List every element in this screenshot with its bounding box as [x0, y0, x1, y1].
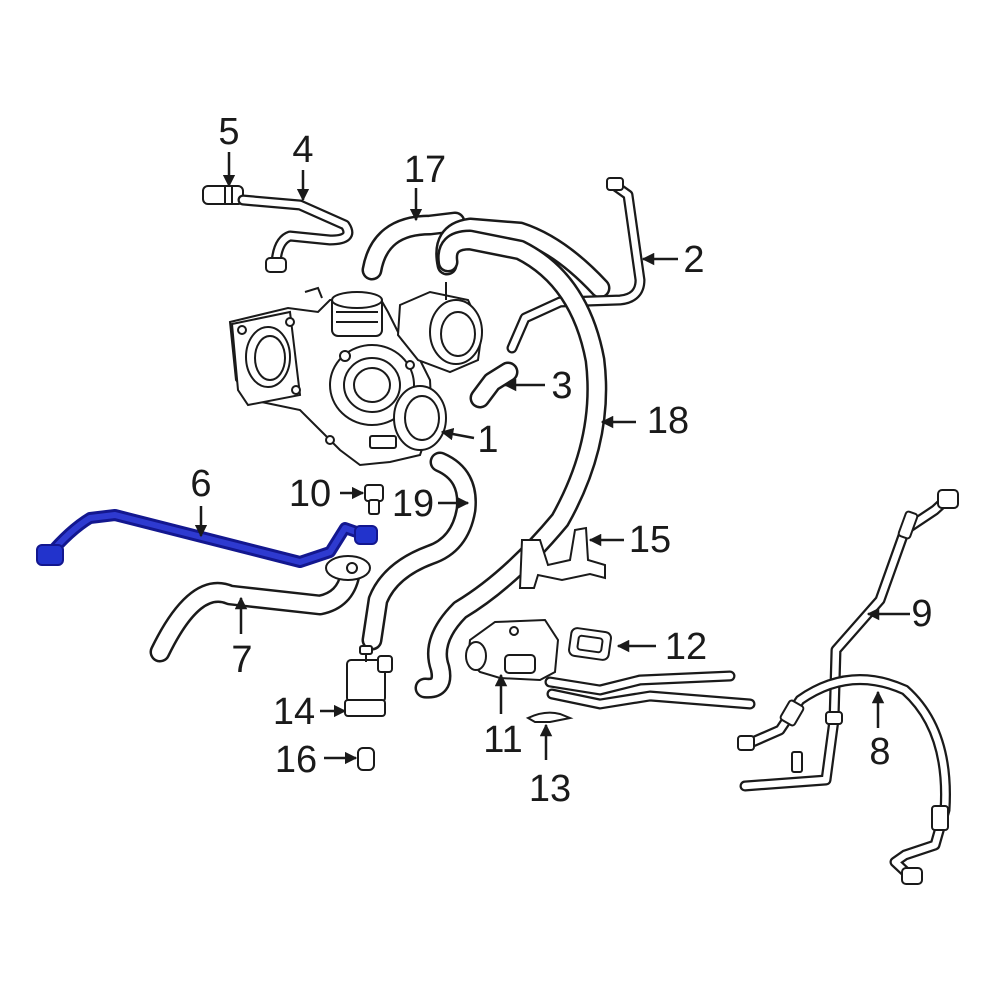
long-hose[interactable]: [414, 229, 608, 699]
callout-labels: 5 4 17 2 3 18 1 10 19 6 15 7 9 12 11 8 1…: [190, 111, 932, 810]
callout-18: 18: [647, 400, 689, 442]
callout-16: 16: [275, 739, 317, 781]
callout-3: 3: [551, 365, 572, 407]
solenoid-valve[interactable]: [344, 645, 393, 717]
callout-17: 17: [404, 149, 446, 191]
callout-15: 15: [629, 519, 671, 561]
callout-10: 10: [289, 473, 331, 515]
hose-19[interactable]: [361, 451, 477, 651]
bracket[interactable]: [518, 526, 606, 589]
oil-return-tube-highlighted[interactable]: [36, 509, 378, 568]
callout-2: 2: [683, 239, 704, 281]
tube-9[interactable]: [739, 489, 959, 792]
hose-cap[interactable]: [357, 747, 375, 771]
callout-8: 8: [869, 731, 890, 773]
callout-12: 12: [665, 626, 707, 668]
callout-11: 11: [483, 719, 522, 761]
callout-19: 19: [392, 483, 434, 525]
vacuum-tube[interactable]: [237, 194, 354, 273]
banjo-bolt[interactable]: [364, 484, 384, 515]
callout-13: 13: [529, 768, 571, 810]
hose-8[interactable]: [737, 674, 951, 885]
clip[interactable]: [525, 711, 574, 723]
coolant-pipes[interactable]: [544, 670, 756, 710]
housing[interactable]: [465, 618, 560, 682]
callout-7: 7: [231, 639, 252, 681]
callout-9: 9: [911, 593, 932, 635]
elbow-fitting[interactable]: [469, 361, 519, 409]
lower-hose[interactable]: [149, 555, 371, 663]
callout-5: 5: [218, 111, 239, 153]
sensor-connector[interactable]: [202, 185, 244, 205]
gasket[interactable]: [568, 627, 612, 661]
leader-lines: [194, 152, 910, 765]
callout-14: 14: [273, 691, 315, 733]
callout-1: 1: [477, 419, 498, 461]
turbocharger[interactable]: [228, 282, 484, 467]
callout-6: 6: [190, 463, 211, 505]
oil-feed-tube[interactable]: [506, 177, 646, 354]
callout-4: 4: [292, 129, 313, 171]
